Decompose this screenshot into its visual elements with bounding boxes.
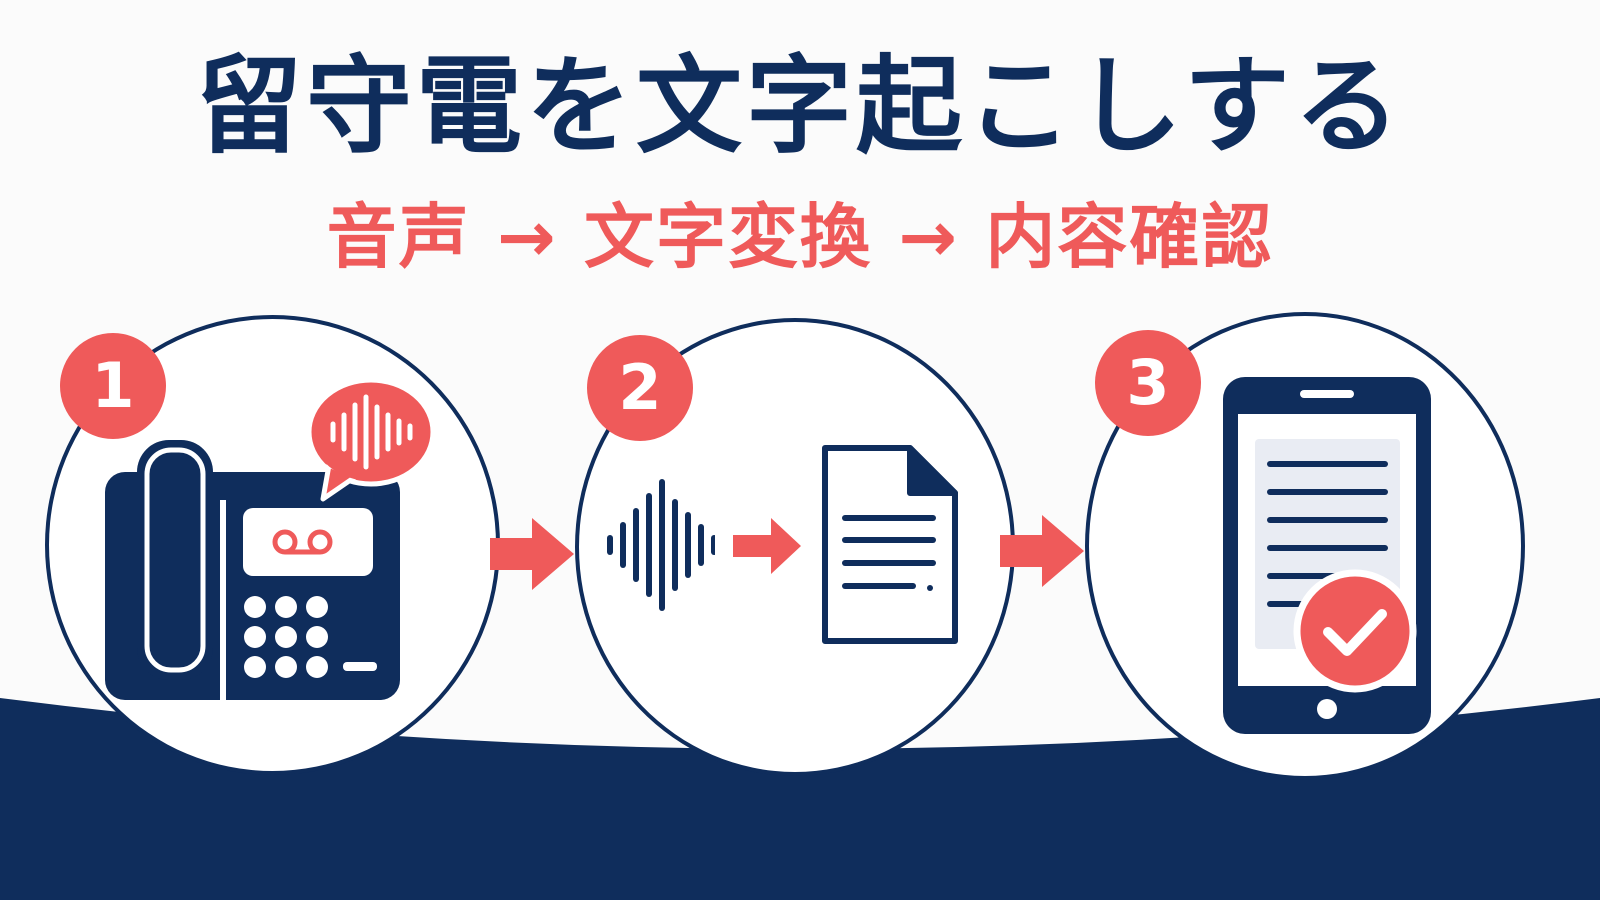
step-3-badge: 3 — [1095, 330, 1201, 436]
voice-message-bubble-icon — [306, 377, 436, 502]
arrow-right-icon — [1000, 515, 1084, 587]
arrow-right-icon — [733, 518, 801, 574]
page-subtitle: 音声 → 文字変換 → 内容確認 — [326, 196, 1274, 278]
checkmark-badge-icon — [1293, 569, 1417, 693]
step-3: 3 — [1085, 312, 1525, 780]
sound-wave-icon — [607, 479, 715, 611]
arrow-right-icon — [490, 518, 574, 590]
page-title: 留守電を文字起こしする — [196, 45, 1404, 168]
step-1: 1 — [45, 315, 500, 775]
step-1-badge: 1 — [60, 333, 166, 439]
step-2: 2 — [575, 318, 1015, 778]
text-document-icon — [822, 445, 958, 644]
step-2-badge: 2 — [587, 335, 693, 441]
answering-machine-phone-icon — [105, 440, 400, 700]
